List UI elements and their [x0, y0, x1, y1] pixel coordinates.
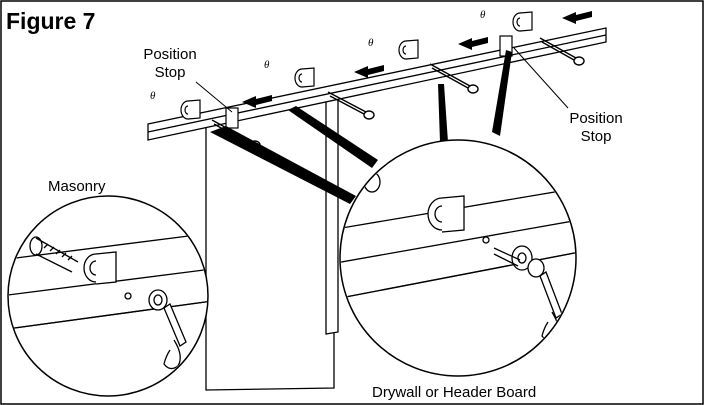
svg-text:θ: θ — [480, 9, 486, 21]
bolt-2 — [327, 91, 375, 120]
position-stop-right-line2: Stop — [580, 128, 612, 145]
direction-arrows — [242, 11, 592, 108]
position-stop-left-line2: Stop — [154, 64, 186, 81]
bolt-3 — [429, 63, 479, 94]
lag-bolts — [211, 37, 585, 150]
rail-rollers — [180, 11, 533, 120]
svg-text:θ: θ — [368, 37, 374, 49]
position-stop-left-line1: Position — [143, 46, 197, 63]
roller-4 — [512, 11, 533, 32]
position-stop-left-label: Position Stop — [132, 46, 208, 82]
leader-3 — [492, 50, 512, 136]
position-stop-right-line1: Position — [569, 110, 623, 127]
track-rail — [147, 27, 607, 141]
drywall-label: Drywall or Header Board — [372, 384, 537, 401]
arrow-2 — [354, 65, 384, 78]
leader-to-left-circle — [210, 126, 356, 204]
drywall-detail-circle — [339, 139, 577, 377]
arrow-3 — [458, 37, 488, 50]
leader-1 — [288, 106, 378, 168]
roller-3 — [398, 39, 419, 60]
svg-text:θ: θ — [150, 90, 156, 102]
bolt-4 — [539, 37, 585, 66]
left-door-panel — [205, 95, 335, 391]
svg-text:θ: θ — [264, 59, 270, 71]
roller-2 — [294, 67, 315, 88]
position-stop-right-label: Position Stop — [556, 110, 636, 146]
callout-lines — [195, 47, 569, 113]
zoom-leaders — [210, 50, 512, 204]
position-stop-left-part — [225, 107, 239, 129]
masonry-anchor — [29, 236, 79, 273]
arrow-1 — [242, 95, 272, 108]
roller-1 — [180, 99, 201, 120]
small-marks: θ θ θ θ — [150, 9, 486, 102]
masonry-detail-circle — [7, 195, 209, 397]
leader-2 — [438, 84, 448, 142]
figure-title: Figure 7 — [6, 8, 96, 34]
arrow-4 — [562, 11, 592, 24]
masonry-label: Masonry — [48, 178, 106, 195]
